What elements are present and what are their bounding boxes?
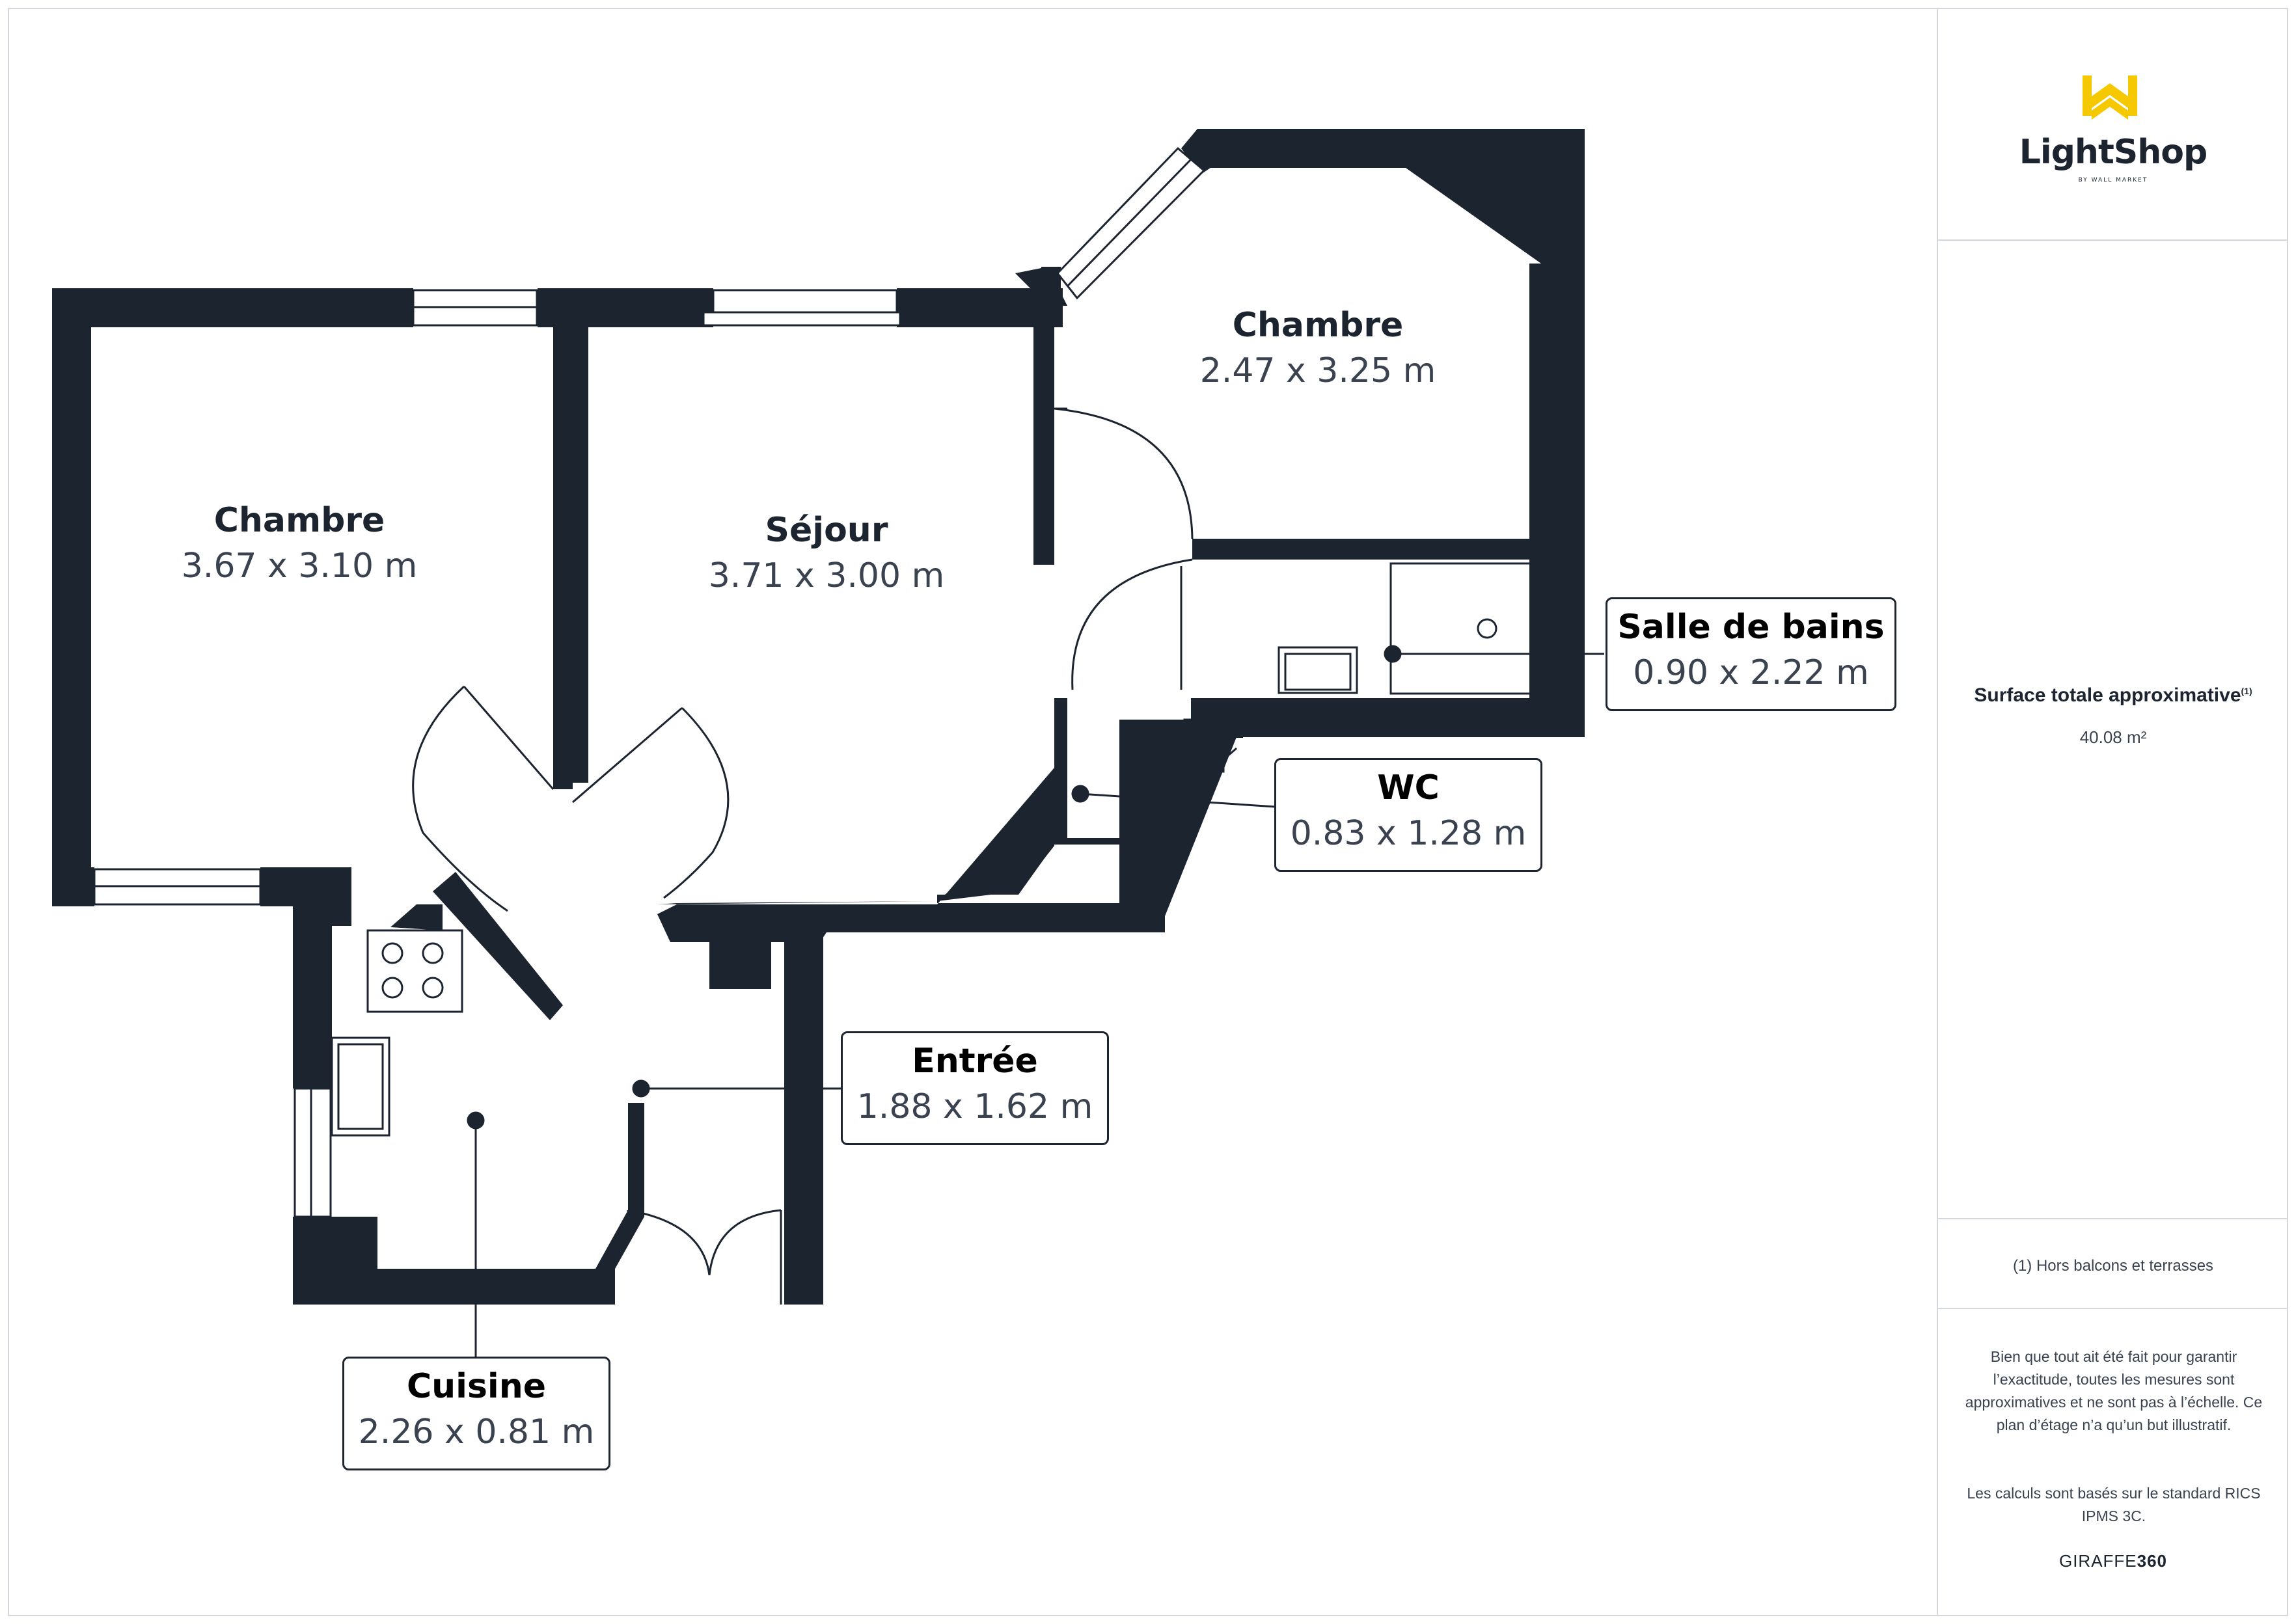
toilet <box>1183 718 1225 773</box>
logo-subtitle: BY WALL MARKET <box>2078 177 2148 183</box>
wall <box>784 937 823 1305</box>
brand-bold: 360 <box>2137 1551 2168 1571</box>
divider <box>1938 239 2288 241</box>
page-frame <box>8 8 2288 1616</box>
stove <box>366 929 463 1013</box>
area-footnote-mark: (1) <box>2241 686 2252 696</box>
wall <box>433 872 563 1020</box>
wall <box>1197 720 1243 738</box>
room-name: Salle de bains <box>1617 608 1885 647</box>
wall <box>1192 539 1549 560</box>
room-tag-salle-de-bains: Salle de bains 0.90 x 2.22 m <box>1606 597 1896 711</box>
window <box>294 1087 332 1218</box>
sink <box>1278 646 1358 694</box>
room-label-sejour: Séjour 3.71 x 3.00 m <box>677 508 976 599</box>
wall <box>293 1269 615 1305</box>
room-name: WC <box>1377 768 1440 807</box>
room-dimensions: 0.83 x 1.28 m <box>1290 814 1527 853</box>
room-name: Cuisine <box>406 1367 547 1406</box>
divider <box>1938 1218 2288 1219</box>
room-dimensions: 3.67 x 3.10 m <box>181 547 418 586</box>
door-arc <box>1121 718 1238 792</box>
wall <box>52 288 413 327</box>
wall <box>293 867 332 1089</box>
room-label-chambre-2: Chambre 2.47 x 3.25 m <box>1171 303 1464 394</box>
door-arc <box>708 1209 782 1276</box>
wall <box>52 867 94 906</box>
door-arc <box>1054 407 1194 539</box>
wall <box>1033 306 1054 565</box>
divider <box>1938 1308 2288 1309</box>
room-label-chambre-1: Chambre 3.67 x 3.10 m <box>150 498 449 589</box>
sink-kitchen <box>331 1036 390 1137</box>
room-dimensions: 2.47 x 3.25 m <box>1199 351 1436 390</box>
logo-name: LightShop <box>2019 133 2207 172</box>
window <box>702 311 901 327</box>
wall <box>1181 129 1585 737</box>
door-arc <box>412 685 508 912</box>
footnote: (1) Hors balcons et terrasses <box>2012 1257 2214 1275</box>
room-tag-cuisine: Cuisine 2.26 x 0.81 m <box>342 1357 610 1470</box>
room-dimensions: 2.26 x 0.81 m <box>358 1413 595 1452</box>
room-tag-entree: Entrée 1.88 x 1.62 m <box>841 1031 1109 1145</box>
room-name: Chambre <box>213 501 385 540</box>
room-dimensions: 1.88 x 1.62 m <box>856 1087 1093 1126</box>
window <box>712 289 898 315</box>
door-arc <box>627 1209 711 1276</box>
logo: LightShop BY WALL MARKET <box>1938 8 2288 241</box>
wall <box>589 1103 644 1269</box>
area-title: Surface totale approximative(1) <box>1938 684 2288 707</box>
wall <box>709 937 771 989</box>
wall <box>553 327 573 789</box>
window <box>1056 146 1206 300</box>
wall <box>1015 267 1067 306</box>
wall <box>538 288 713 327</box>
wall <box>390 904 443 930</box>
disclaimer: Bien que tout ait été fait pour garantir… <box>1965 1348 2263 1433</box>
wall <box>570 327 588 783</box>
standard-note: Les calculs sont basés sur le standard R… <box>1967 1485 2261 1524</box>
room-dimensions: 0.90 x 2.22 m <box>1633 653 1869 692</box>
area-title-text: Surface totale approximative <box>1974 684 2241 706</box>
brand-plain: GIRAFFE <box>2058 1551 2137 1571</box>
wall <box>657 771 1054 904</box>
area-value: 40.08 m² <box>2079 727 2147 747</box>
room-name: Séjour <box>765 511 888 550</box>
room-dimensions: 3.71 x 3.00 m <box>708 556 945 595</box>
info-panel: LightShop BY WALL MARKET Surface totale … <box>1937 8 2288 1616</box>
lightshop-logo-icon <box>2083 75 2137 120</box>
shower <box>1389 562 1539 695</box>
room-tag-wc: WC 0.83 x 1.28 m <box>1274 758 1542 872</box>
wall <box>1054 698 1585 932</box>
door-arc <box>1071 558 1193 690</box>
wall <box>52 288 91 906</box>
room-name: Entrée <box>912 1042 1038 1081</box>
giraffe360-brand: GIRAFFE360 <box>1938 1551 2288 1571</box>
room-name: Chambre <box>1232 306 1404 345</box>
door-arc <box>663 707 730 899</box>
